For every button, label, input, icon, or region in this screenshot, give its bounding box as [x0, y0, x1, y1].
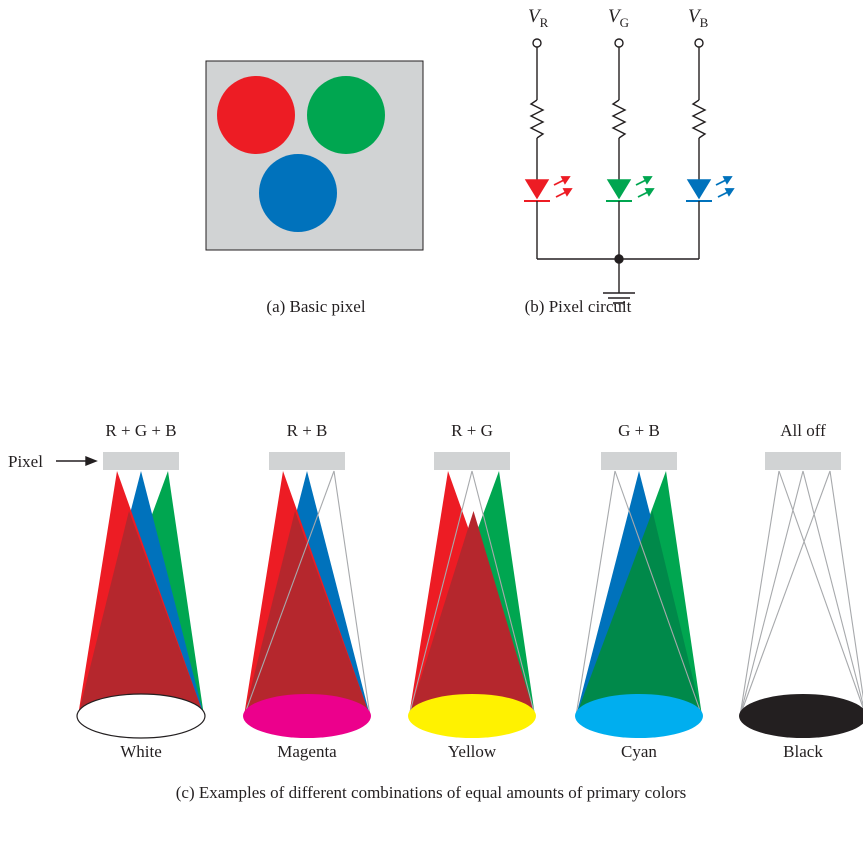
combo-label: R + B	[287, 421, 328, 440]
beam-overlap	[244, 511, 370, 716]
ghost-ray-b-left	[408, 470, 473, 717]
blue-branch	[686, 38, 735, 259]
led-r	[524, 179, 550, 200]
pixel-bar	[434, 452, 510, 470]
red-subpixel	[217, 76, 295, 154]
basic-pixel	[205, 60, 424, 251]
result-spot	[739, 694, 863, 738]
combinations-caption: (c) Examples of different combinations o…	[176, 783, 686, 802]
beam-overlap	[576, 511, 702, 716]
result-label: Black	[783, 742, 823, 761]
pixel-pointer-label: Pixel	[8, 452, 43, 471]
basic-pixel-caption: (a) Basic pixel	[266, 297, 365, 316]
red-branch	[524, 38, 573, 259]
result-label: Yellow	[448, 742, 497, 761]
result-spot	[243, 694, 371, 738]
ghost-ray-r-left	[575, 470, 616, 717]
terminal-g	[614, 38, 624, 48]
ground-icon	[603, 292, 635, 304]
ghost-ray-b-right	[471, 470, 536, 717]
green-subpixel	[307, 76, 385, 154]
terminal-r	[532, 38, 542, 48]
combo-3: G + B Cyan	[575, 421, 703, 761]
blue-subpixel	[259, 154, 337, 232]
combo-label: G + B	[618, 421, 660, 440]
terminal-b	[694, 38, 704, 48]
pixel-bar	[601, 452, 677, 470]
resistor-g	[611, 99, 627, 139]
color-combinations: R + G + B White R + B Magenta R + G Yellow G +…	[76, 421, 863, 761]
ghost-ray-r-left	[739, 470, 780, 717]
result-label: White	[120, 742, 162, 761]
resistor-b	[691, 99, 707, 139]
combo-1: R + B Magenta	[243, 421, 371, 761]
beam-overlap	[409, 511, 535, 716]
combo-label: R + G + B	[105, 421, 176, 440]
ghost-ray-g-left	[739, 470, 831, 717]
light-arrows-g	[635, 176, 655, 198]
ghost-ray-g-right	[333, 470, 371, 717]
combo-2: R + G Yellow	[408, 421, 536, 761]
pixel-bar	[269, 452, 345, 470]
result-label: Magenta	[277, 742, 337, 761]
pixel-pointer-arrow	[56, 455, 98, 467]
pixel-circuit-caption: (b) Pixel circuit	[525, 297, 632, 316]
led-g	[606, 179, 632, 200]
pixel-circuit	[524, 38, 735, 304]
light-arrows-b	[715, 176, 735, 198]
voltage-label-b: VB	[688, 6, 709, 30]
ghost-ray-g-right	[829, 470, 863, 700]
beam-overlap	[78, 511, 204, 716]
result-label: Cyan	[621, 742, 657, 761]
light-arrows-r	[553, 176, 573, 198]
combo-label: All off	[780, 421, 826, 440]
ghost-ray-b-right	[802, 470, 863, 707]
pixel-bar	[103, 452, 179, 470]
ghost-ray-r-right	[614, 470, 703, 717]
result-spot	[575, 694, 703, 738]
combo-label: R + G	[451, 421, 493, 440]
result-spot	[408, 694, 536, 738]
voltage-label-g: VG	[608, 6, 629, 30]
voltage-label-r: VR	[528, 6, 549, 30]
led-b	[686, 179, 712, 200]
ghost-ray-g-left	[243, 470, 335, 717]
green-branch	[606, 38, 655, 259]
combo-0: R + G + B White	[76, 421, 206, 761]
ghost-ray-r-right	[778, 470, 863, 710]
resistor-r	[529, 99, 545, 139]
ghost-ray-b-left	[739, 470, 804, 717]
result-spot	[76, 693, 206, 739]
pixel-bar	[765, 452, 841, 470]
